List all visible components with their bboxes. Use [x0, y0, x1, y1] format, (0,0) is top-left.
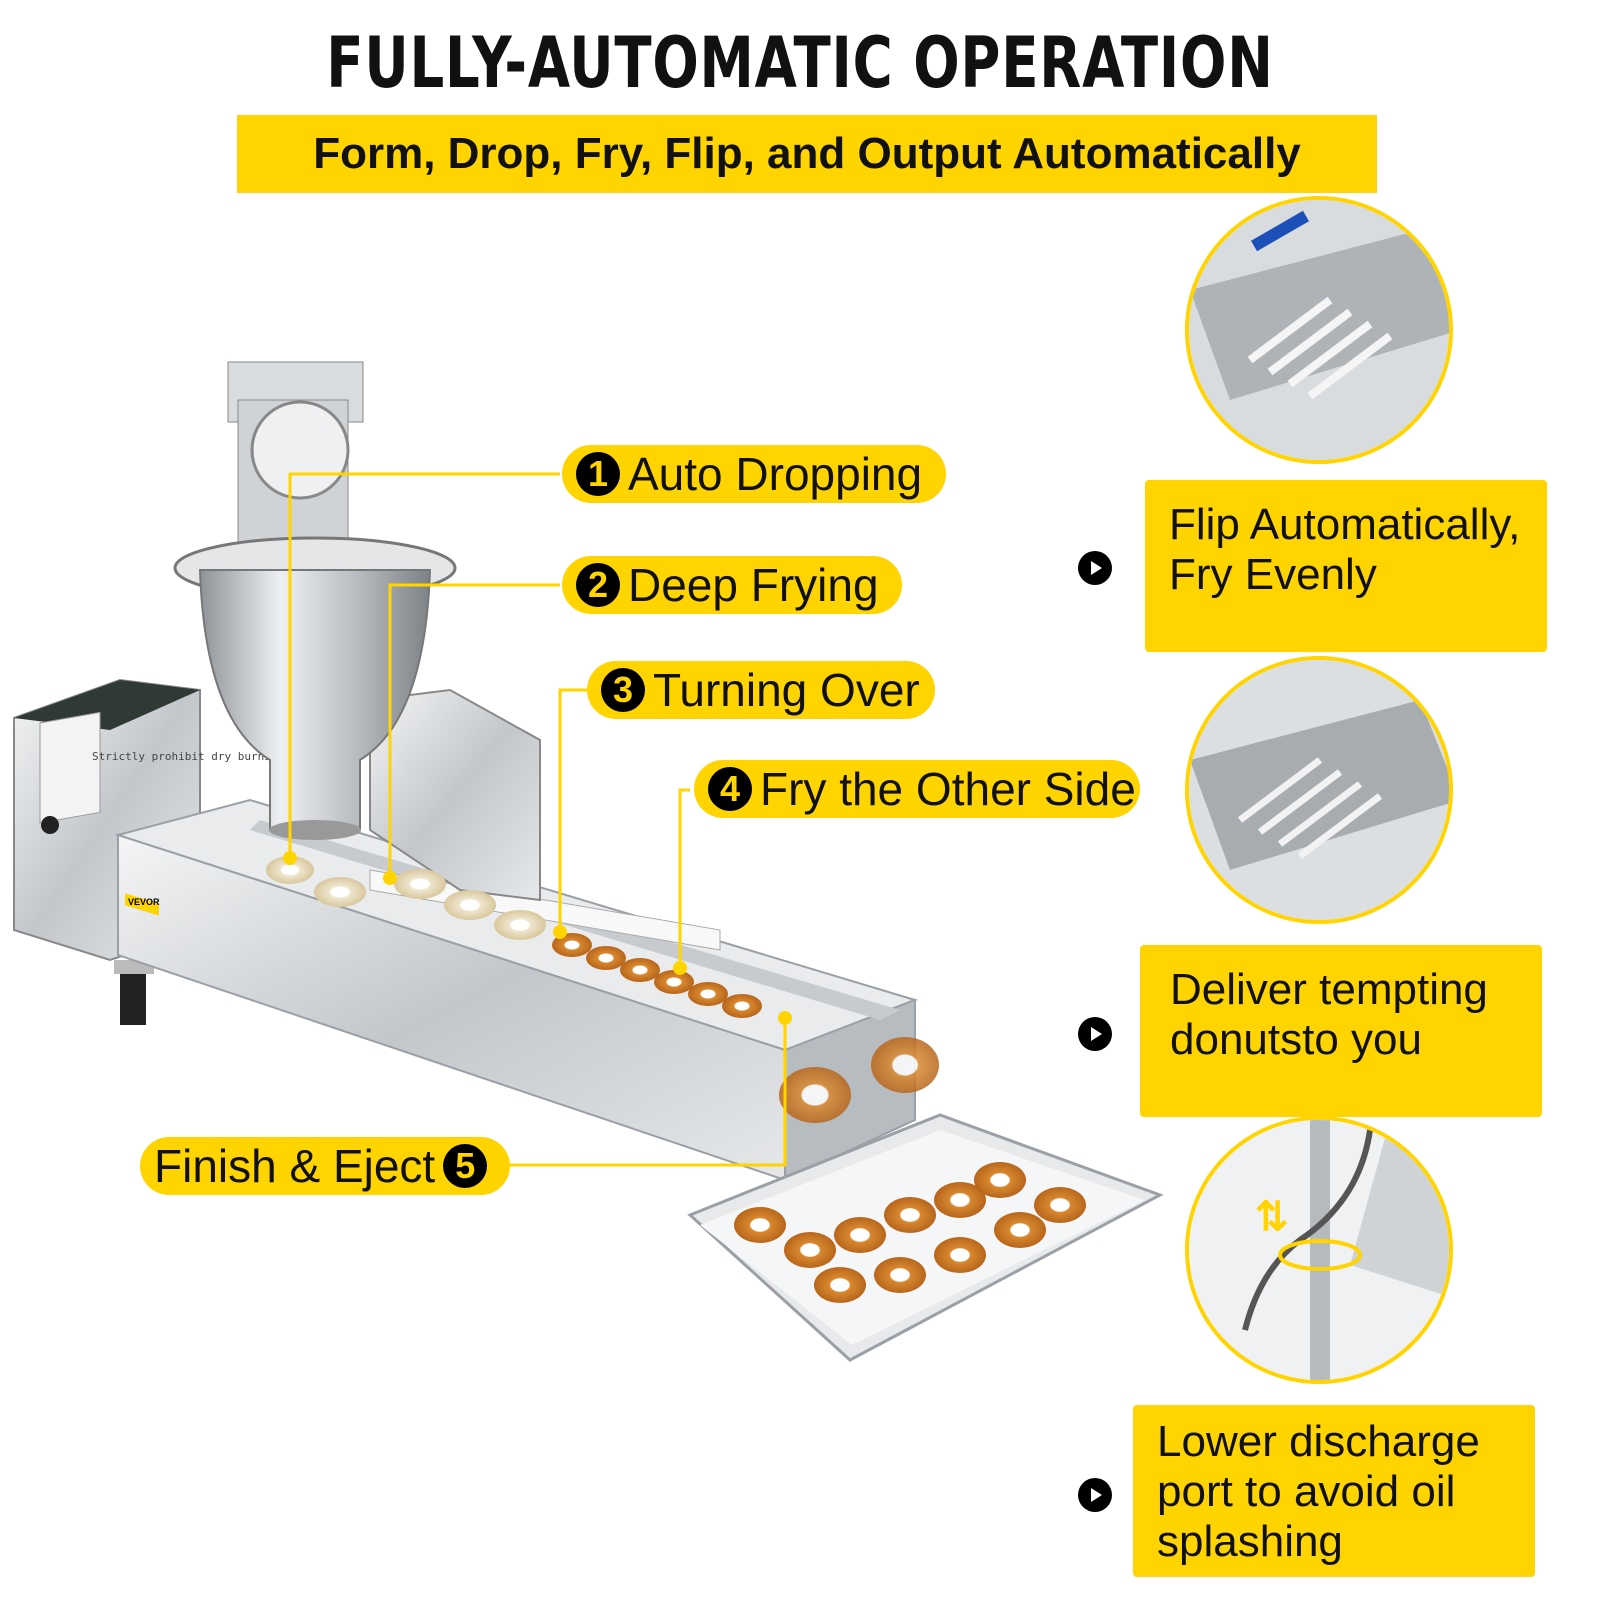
play-bullet-icon — [1078, 551, 1112, 585]
feature-discharge-box: Lower discharge port to avoid oil splash… — [1133, 1405, 1535, 1577]
step-3-number: 3 — [601, 668, 645, 712]
ejected-donut — [871, 1037, 939, 1093]
play-bullet-icon — [1078, 1017, 1112, 1051]
up-down-arrows-icon: ⇅ — [1255, 1195, 1289, 1239]
brand-label: VEVOR — [128, 897, 160, 907]
step-2-label: 2 Deep Frying — [562, 556, 902, 614]
step-4-label: 4 Fry the Other Side — [694, 760, 1140, 818]
subtitle-banner: Form, Drop, Fry, Flip, and Output Automa… — [237, 115, 1377, 193]
step-5-number: 5 — [443, 1144, 488, 1188]
page-title: FULLY-AUTOMATIC OPERATION — [326, 22, 1274, 104]
callout-lines — [288, 472, 787, 1167]
donut-tray — [687, 1113, 1164, 1362]
feature-flip-box: Flip Automatically, Fry Evenly — [1145, 480, 1547, 652]
feature-deliver-box: Deliver tempting donutsto you — [1140, 945, 1542, 1117]
fried-donuts-row — [552, 933, 762, 1018]
step-1-number: 1 — [576, 452, 620, 496]
play-bullet-icon — [1078, 1478, 1112, 1512]
step-4-number: 4 — [708, 767, 752, 811]
step-1-label: 1 Auto Dropping — [562, 445, 946, 503]
detail-discharge-closeup: ⇅ — [1185, 1116, 1453, 1384]
detail-flip-closeup — [1185, 196, 1453, 464]
step-5-label: Finish & Eject 5 — [140, 1137, 510, 1195]
step-3-label: 3 Turning Over — [587, 661, 935, 719]
callout-dots — [283, 851, 792, 1025]
raw-donuts — [266, 856, 546, 940]
ejected-donut — [779, 1067, 851, 1123]
step-2-number: 2 — [576, 563, 620, 607]
detail-delivery-closeup — [1185, 656, 1453, 924]
machine-leg — [120, 970, 146, 1025]
warning-label: Strictly prohibit dry burning! — [92, 750, 291, 763]
motor-box — [369, 688, 541, 902]
